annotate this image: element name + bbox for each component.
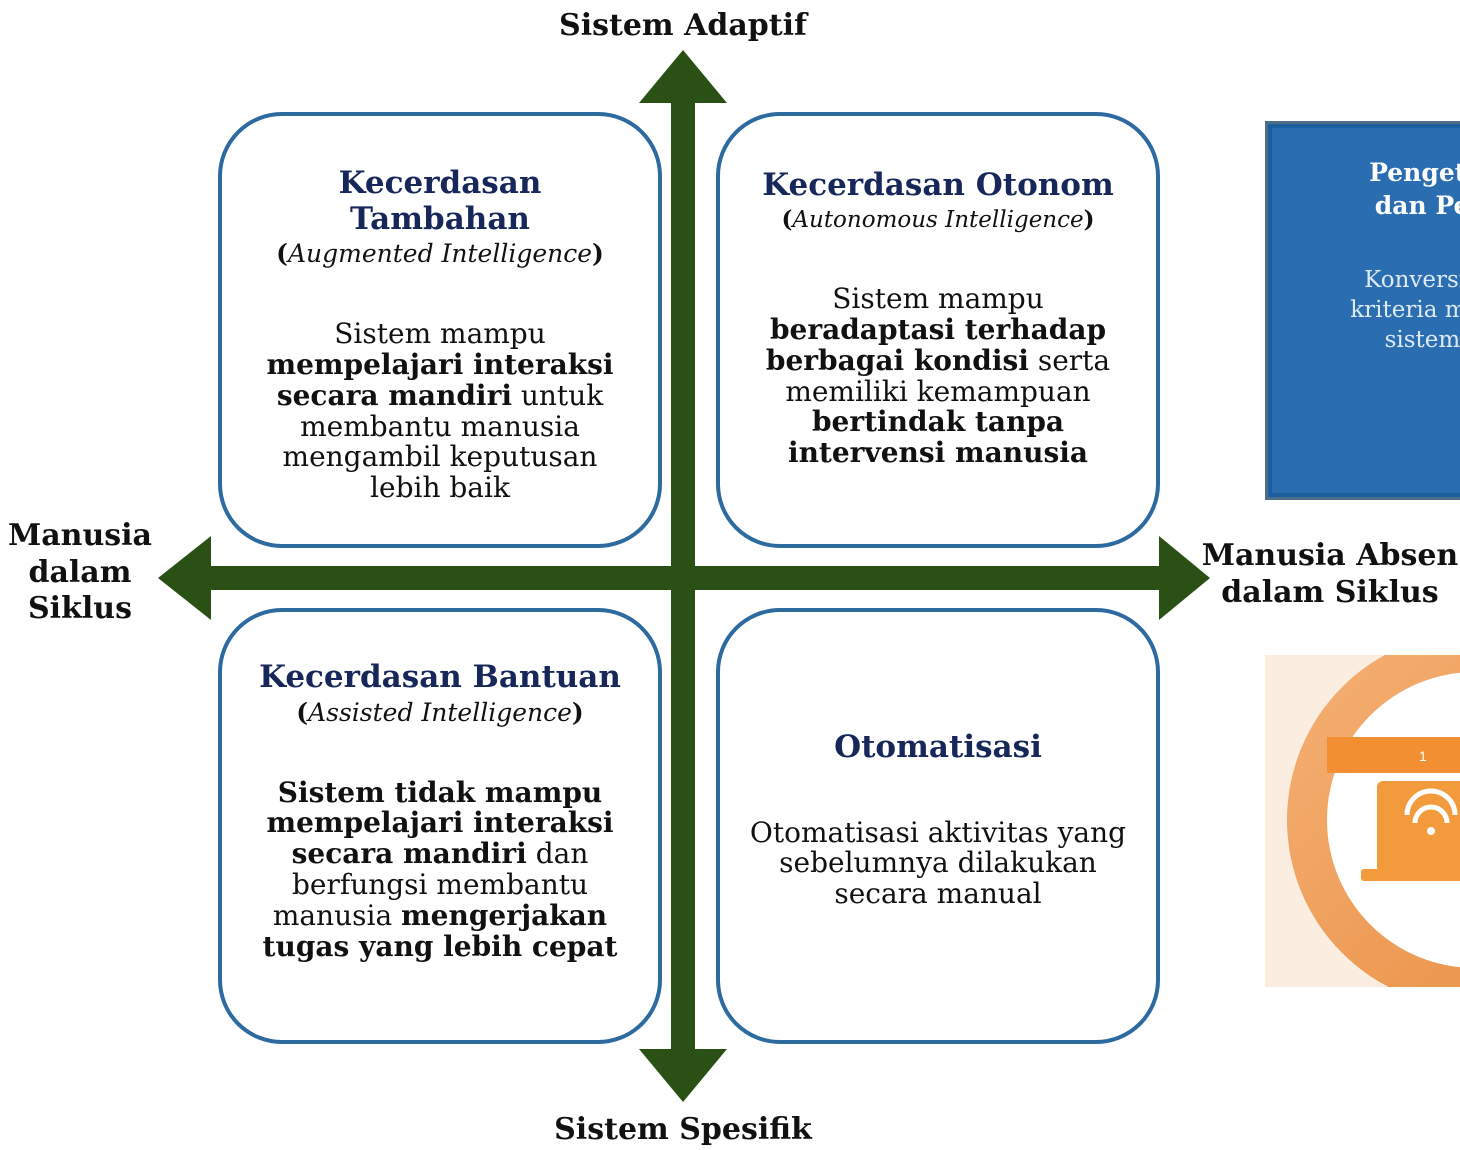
horizontal-axis	[205, 566, 1163, 590]
badge-number: 1	[1419, 748, 1427, 764]
axis-label-left-line: Manusia	[8, 518, 152, 553]
axis-label-right-line: dalam Siklus	[1221, 574, 1439, 610]
axis-label-right-line: Manusia Absen	[1201, 538, 1459, 573]
right-arrowhead	[1159, 536, 1210, 620]
quadrant-description: Otomatisasi aktivitas yang sebelumnya di…	[749, 815, 1127, 911]
axis-label-left: Manusia dalam Siklus	[0, 518, 160, 628]
knowledge-reasoning-panel: Pengetahu dan Penal Konversi pe kriteria…	[1265, 121, 1460, 500]
up-arrowhead	[639, 50, 727, 103]
quadrant-subtitle: (Augmented Intelligence)	[276, 239, 604, 269]
quadrant-title: Kecerdasan Tambahan	[338, 165, 542, 237]
quadrant-description: Sistem mampu mempelajari interaksi secar…	[266, 317, 614, 505]
quadrant-assisted-intelligence: Kecerdasan Bantuan (Assisted Intelligenc…	[218, 608, 662, 1044]
illustration-image: 1	[1265, 655, 1460, 987]
panel-description: Konversi pe kriteria menja sistem k	[1350, 267, 1460, 353]
axis-label-left-line: dalam	[28, 554, 132, 590]
axis-label-bottom: Sistem Spesifik	[554, 1112, 812, 1147]
left-arrowhead	[158, 536, 211, 620]
quadrant-title: Kecerdasan Otonom	[762, 167, 1114, 203]
down-arrowhead	[639, 1049, 727, 1102]
quadrant-subtitle: (Assisted Intelligence)	[296, 697, 584, 727]
quadrant-augmented-intelligence: Kecerdasan Tambahan (Augmented Intellige…	[218, 112, 662, 548]
axis-label-right: Manusia Absen dalam Siklus	[1200, 538, 1460, 611]
axis-label-left-line: Siklus	[28, 591, 132, 627]
quadrant-autonomous-intelligence: Kecerdasan Otonom (Autonomous Intelligen…	[716, 112, 1160, 548]
quadrant-description: Sistem tidak mampu mempelajari interaksi…	[262, 775, 618, 963]
quadrant-title: Kecerdasan Bantuan	[259, 659, 621, 695]
panel-title: Pengetahu dan Penal	[1369, 158, 1460, 220]
quadrant-subtitle: (Autonomous Intelligence)	[781, 205, 1095, 233]
quadrant-description: Sistem mampu beradaptasi terhadap berbag…	[765, 282, 1111, 470]
axis-label-top: Sistem Adaptif	[559, 8, 807, 43]
quadrant-title: Otomatisasi	[834, 729, 1042, 765]
quadrant-automation: Otomatisasi Otomatisasi aktivitas yang s…	[716, 608, 1160, 1044]
laptop-wifi-icon: 1	[1287, 655, 1460, 987]
